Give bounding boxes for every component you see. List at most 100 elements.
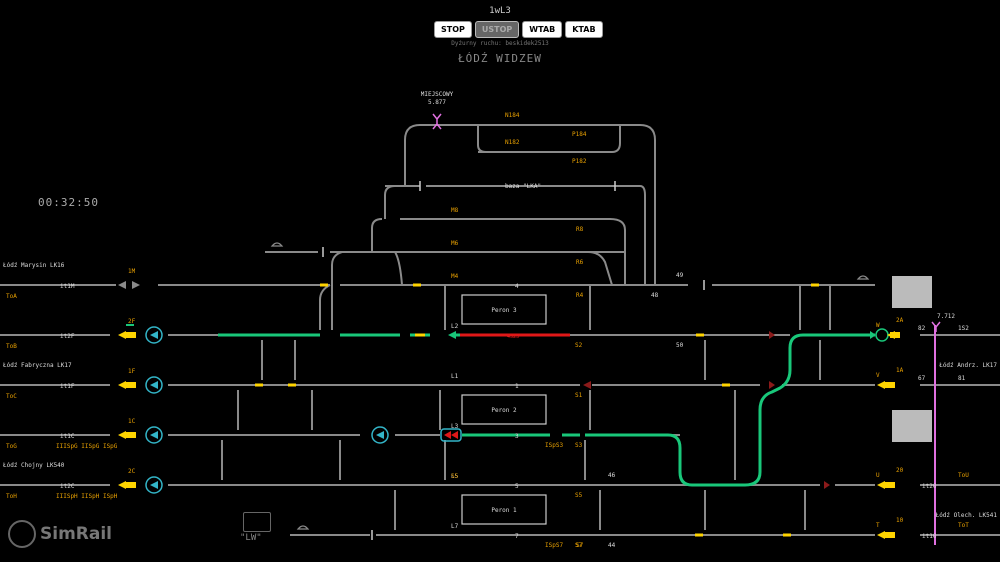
buffer-stops	[270, 242, 870, 530]
svg-text:ToH: ToH	[6, 493, 17, 500]
platform-2	[461, 394, 547, 425]
svg-text:it2C: it2C	[60, 483, 75, 490]
shunt-signal-2F[interactable]	[145, 326, 163, 344]
east-km-marker	[931, 321, 941, 332]
svg-text:it1C: it1C	[60, 433, 75, 440]
svg-text:49: 49	[676, 272, 684, 279]
station-code: 1wL3	[489, 6, 511, 16]
signal-60[interactable]	[824, 481, 830, 489]
platform-2-label: Peron 2	[491, 407, 517, 414]
ustop-button[interactable]: USTOP	[474, 21, 520, 38]
shunt-signal-1C[interactable]	[145, 426, 163, 444]
svg-text:IIISpH IISpH ISpH: IIISpH IISpH ISpH	[56, 493, 118, 500]
svg-text:L3: L3	[451, 423, 459, 430]
joints	[322, 181, 705, 540]
miejscowy-marker	[432, 113, 442, 130]
signal-labels: 1M 2F 1F 1C 2C M4 M6 M8 R4 R6 R8 S5 S7 W…	[128, 112, 904, 549]
line-chojny: Łódź Chojny LK540	[2, 462, 65, 469]
svg-text:S7: S7	[576, 542, 584, 549]
svg-text:M8: M8	[451, 207, 459, 214]
pink-markers	[432, 113, 941, 332]
shunt-signal-1F[interactable]	[145, 376, 163, 394]
lw-label: "LW"	[240, 533, 262, 543]
svg-text:1F: 1F	[128, 368, 136, 375]
platform-1	[461, 494, 547, 525]
signal-1M[interactable]	[118, 281, 140, 289]
svg-text:10: 10	[896, 517, 904, 524]
svg-text:7: 7	[515, 533, 519, 540]
east-km: 7.712	[937, 313, 955, 320]
svg-text:ISpS7: ISpS7	[545, 542, 563, 549]
green-route	[218, 333, 875, 487]
svg-text:it20: it20	[922, 483, 937, 490]
svg-text:it2F: it2F	[60, 333, 75, 340]
svg-text:L2: L2	[451, 323, 459, 330]
ktab-button[interactable]: KTAB	[565, 21, 603, 38]
stop-button[interactable]: STOP	[434, 21, 472, 38]
svg-text:ToA: ToA	[6, 293, 17, 300]
signal-U[interactable]	[877, 481, 895, 489]
svg-text:2C: 2C	[128, 468, 136, 475]
station-name: ŁÓDŹ WIDZEW	[458, 52, 542, 65]
signal-2C[interactable]	[118, 481, 136, 489]
simrail-logo-icon	[8, 520, 36, 548]
signal-62[interactable]	[769, 381, 775, 389]
small-labels: ToA ToB ToC ToG ToH ToU ToT IIISpG IISpG…	[6, 293, 969, 529]
platform-3	[461, 294, 547, 325]
track-labels: it1M 4 48 49 it2F L2 4S2S S2 50 82 1S2 i…	[60, 272, 969, 549]
svg-text:2A: 2A	[896, 317, 904, 324]
shunt-signal-2C[interactable]	[145, 476, 163, 494]
svg-text:S7: S7	[575, 542, 583, 549]
shunt-signal-W[interactable]	[875, 328, 889, 342]
signal-1F[interactable]	[118, 381, 136, 389]
svg-text:4S2S: 4S2S	[507, 334, 519, 340]
svg-text:L5: L5	[451, 473, 459, 480]
building-block-south	[892, 410, 932, 442]
signal-V[interactable]	[877, 381, 895, 389]
tracks	[0, 124, 1000, 536]
control-buttons: STOP USTOP WTAB KTAB	[434, 21, 603, 38]
svg-text:U: U	[876, 472, 880, 479]
lw-icon[interactable]	[243, 512, 271, 532]
svg-text:44: 44	[608, 542, 616, 549]
svg-text:48: 48	[651, 292, 659, 299]
signal-1C[interactable]	[118, 431, 136, 439]
west-entry-signals	[118, 281, 140, 489]
platform-1-label: Peron 1	[491, 507, 517, 514]
signal-L3[interactable]	[440, 428, 462, 442]
signal-2F[interactable]	[118, 324, 136, 339]
svg-text:3: 3	[515, 433, 519, 440]
svg-text:V: V	[876, 372, 880, 379]
svg-text:T: T	[876, 522, 880, 529]
svg-text:ToU: ToU	[958, 472, 969, 479]
svg-text:1S2: 1S2	[958, 325, 969, 332]
svg-text:R4: R4	[576, 292, 584, 299]
yellow-markers	[255, 283, 819, 537]
east-signals	[583, 331, 900, 539]
svg-text:1M: 1M	[128, 268, 136, 275]
svg-text:IIISpG IISpG ISpG: IIISpG IISpG ISpG	[56, 443, 118, 450]
shunt-signal-13[interactable]	[371, 426, 389, 444]
svg-text:it10: it10	[922, 533, 937, 540]
signal-29[interactable]	[769, 331, 775, 339]
cyan-shunt-fills	[150, 331, 384, 489]
signal-W[interactable]	[870, 331, 900, 339]
svg-text:L1: L1	[451, 373, 459, 380]
misc-labels: MIEJSCOWY 5.877 7.712 baza "LKA"	[421, 91, 956, 320]
svg-text:67: 67	[918, 375, 926, 382]
svg-text:W: W	[876, 322, 880, 329]
simrail-logo-text: SimRail	[40, 524, 113, 544]
svg-text:50: 50	[676, 342, 684, 349]
simrail-logo: SimRail	[8, 520, 112, 548]
line-fabryczna: Łódź Fabryczna LK17	[2, 362, 72, 369]
platforms: Peron 3 Peron 2 Peron 1	[461, 294, 547, 525]
signal-L2[interactable]	[448, 331, 456, 339]
signal-S1[interactable]	[583, 381, 591, 389]
building-block-north	[892, 276, 932, 308]
svg-text:ToG: ToG	[6, 443, 17, 450]
svg-text:1A: 1A	[896, 367, 904, 374]
signal-T[interactable]	[877, 531, 895, 539]
miejscowy-label: MIEJSCOWY	[421, 91, 454, 98]
wtab-button[interactable]: WTAB	[522, 21, 563, 38]
svg-text:ToB: ToB	[6, 343, 17, 350]
